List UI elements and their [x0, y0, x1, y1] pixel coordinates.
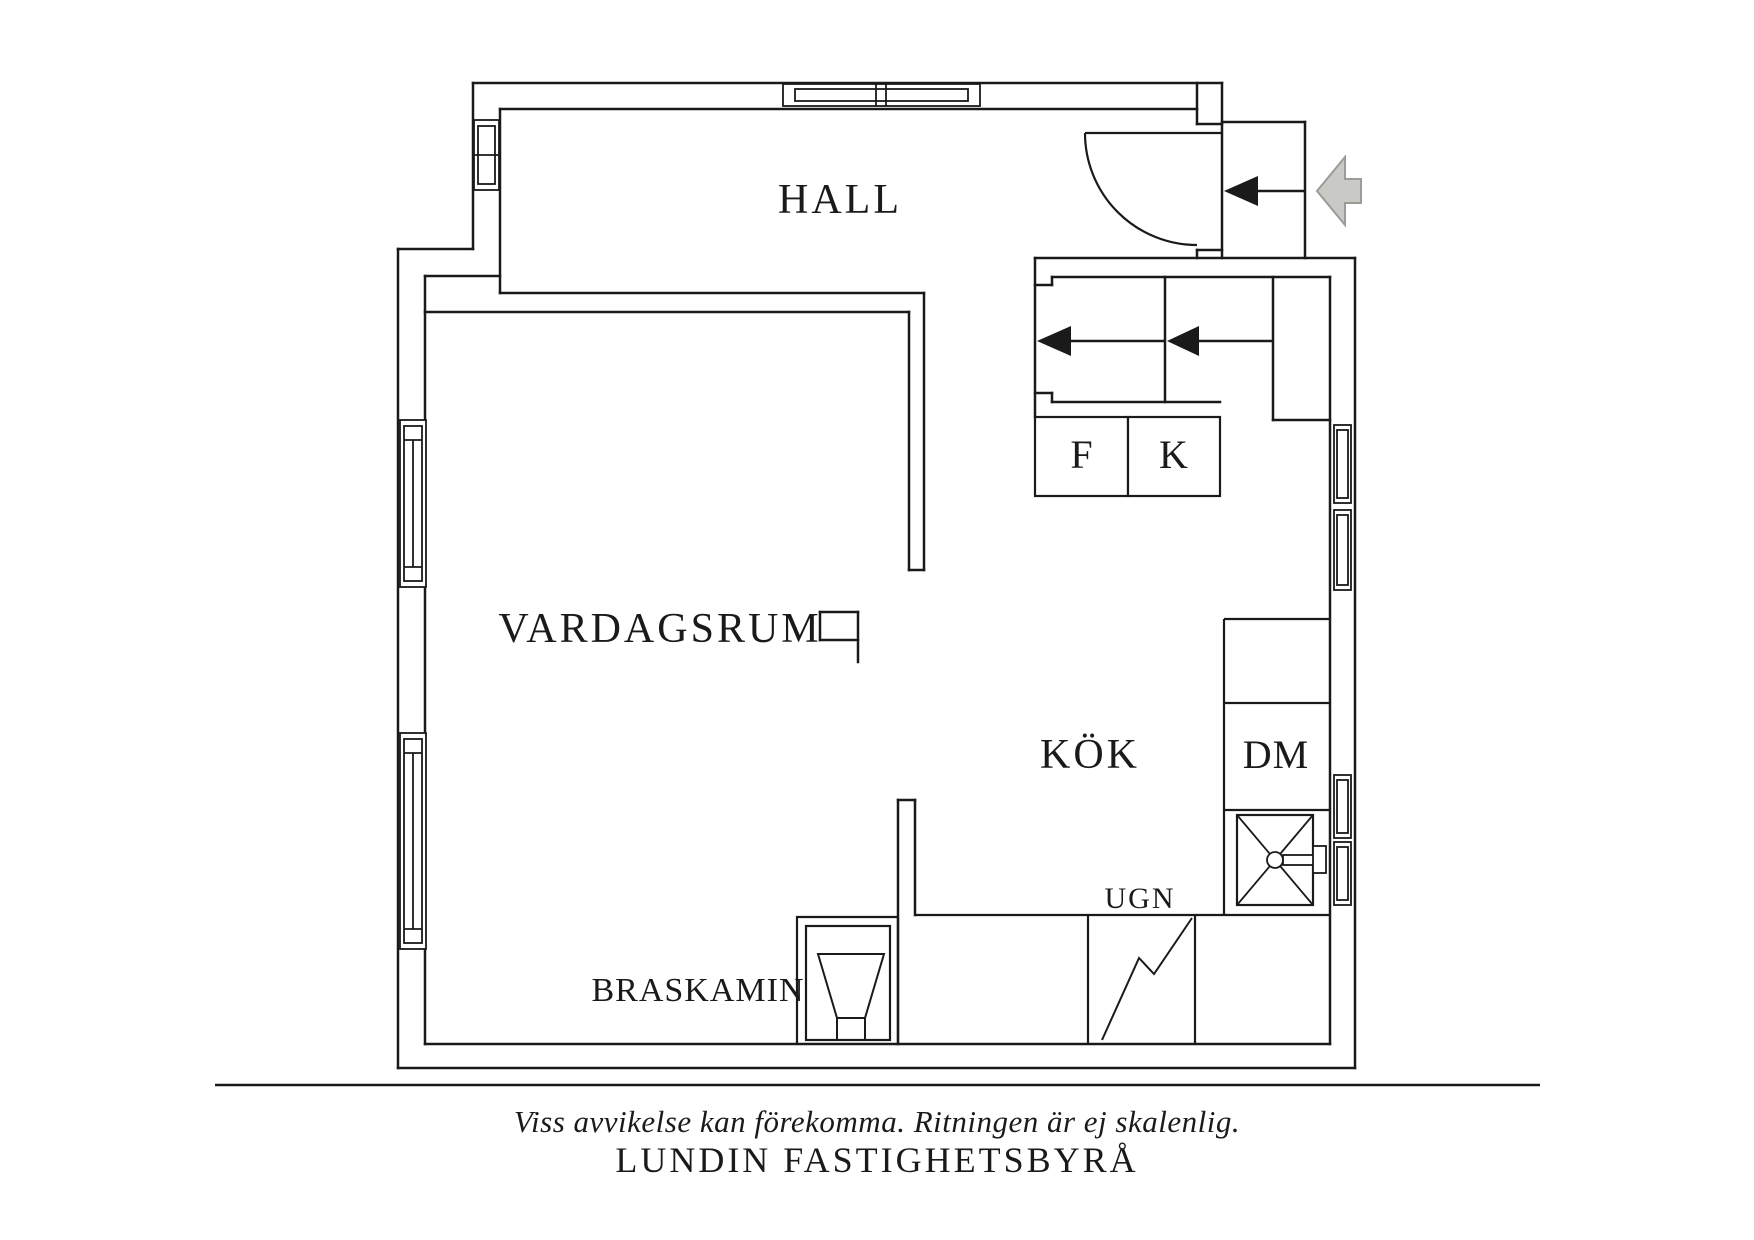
freezer-box [1126, 415, 1222, 498]
oven-label: UGN [1105, 882, 1176, 915]
door-swing-arc [1083, 132, 1198, 247]
fireplace-icon [795, 915, 900, 1044]
fridge-box [1033, 415, 1130, 498]
footer-brand: LUNDIN FASTIGHETSBYRÅ [615, 1140, 1138, 1180]
stove-icon [1101, 917, 1193, 1041]
sink-icon [1235, 813, 1327, 907]
fireplace-label: BRASKAMIN [591, 972, 804, 1009]
wall-lines [396, 81, 1357, 1070]
window-living-upper [399, 419, 427, 588]
window-kitchen-lower [1333, 774, 1352, 906]
fridge-freezer-boxes [1033, 415, 1222, 498]
entry-door [1083, 131, 1222, 247]
window-kitchen-upper [1333, 424, 1352, 591]
fridge-label: F [1070, 432, 1093, 477]
faucet-icon [1282, 854, 1316, 866]
footer-disclaimer: Viss avvikelse kan förekomma. Ritningen … [514, 1104, 1240, 1139]
kitchen-counter-right [1222, 617, 1330, 915]
entry-direction-arrow [1224, 176, 1305, 206]
wardrobe-sliding-arrows [1037, 326, 1273, 356]
window-hall-left [473, 119, 500, 191]
room-label-living-room: VARDAGSRUM [498, 606, 821, 652]
entry-arrow-icon [1315, 154, 1362, 228]
room-label-hall: HALL [778, 177, 902, 223]
sink-drain-icon [1266, 851, 1284, 869]
kitchen-counter-bottom [915, 913, 1330, 1044]
freezer-label: K [1159, 432, 1189, 477]
room-label-kitchen: KÖK [1040, 732, 1140, 778]
window-living-lower [399, 732, 427, 950]
dishwasher-label: DM [1243, 732, 1309, 777]
window-top [782, 83, 981, 107]
